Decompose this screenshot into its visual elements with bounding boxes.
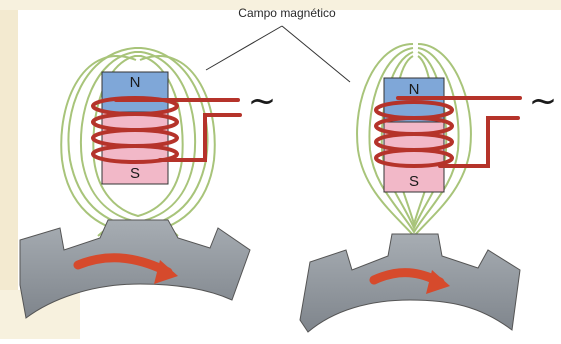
left-ac-symbol: ~ (248, 81, 277, 121)
right-south-label: S (409, 173, 419, 190)
left-south-label: S (130, 165, 140, 182)
right-ac-symbol: ~ (529, 81, 558, 121)
label-pointer-lines (206, 26, 350, 82)
right-north-label: N (409, 81, 420, 98)
page-margin-left (0, 0, 18, 339)
field-label: Campo magnético (222, 6, 352, 20)
left-north-label: N (130, 74, 141, 91)
right-gear (300, 234, 520, 332)
